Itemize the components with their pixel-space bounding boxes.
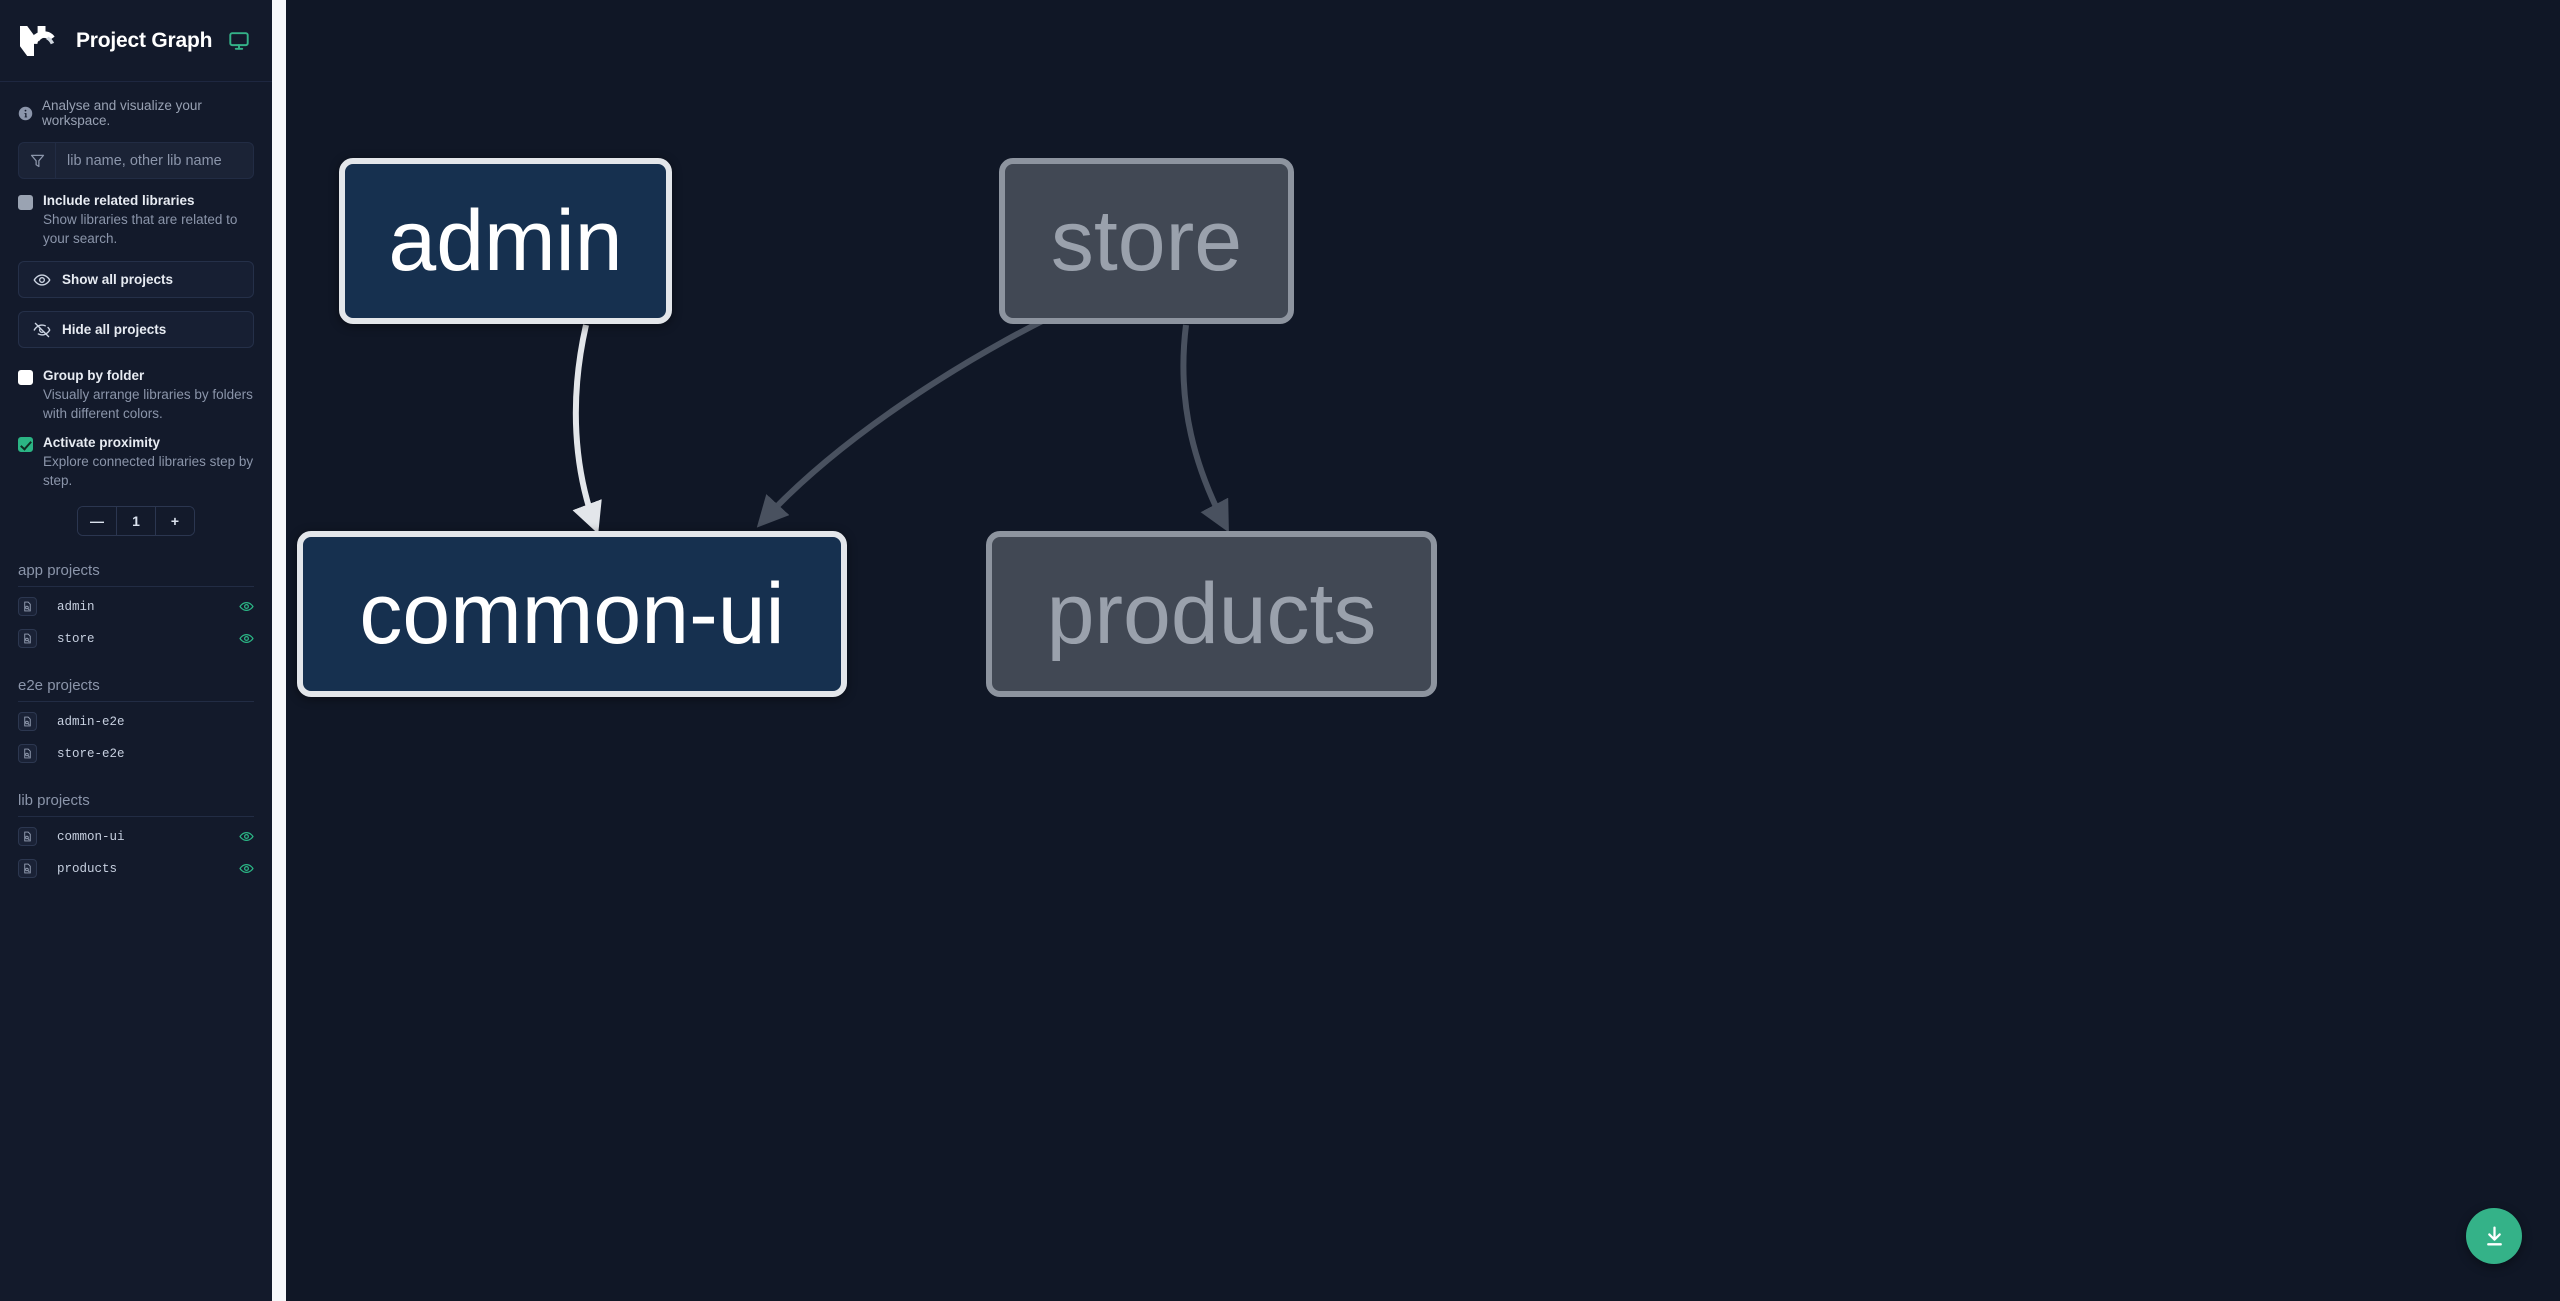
monitor-icon[interactable]	[228, 30, 250, 52]
project-name: store	[57, 631, 95, 646]
list-item[interactable]: products	[18, 856, 254, 881]
project-file-icon[interactable]	[18, 859, 37, 878]
group-by-folder-checkbox[interactable]	[18, 370, 33, 385]
group-by-folder-option[interactable]: Group by folder Visually arrange librari…	[18, 368, 254, 423]
project-name: products	[57, 861, 118, 876]
edge-admin-to-common-ui	[572, 324, 602, 534]
sidebar-header: Project Graph	[0, 0, 272, 82]
page-title: Project Graph	[76, 28, 213, 52]
list-item[interactable]: store	[18, 626, 254, 651]
group-by-folder-description: Visually arrange libraries by folders wi…	[43, 387, 253, 421]
download-icon	[2486, 1226, 2502, 1245]
tagline-text: Analyse and visualize your workspace.	[42, 98, 202, 128]
project-file-icon[interactable]	[18, 827, 37, 846]
search-input[interactable]	[56, 143, 253, 178]
graph-node-admin[interactable]: admin	[339, 158, 672, 324]
activate-proximity-checkbox[interactable]	[18, 437, 33, 452]
graph-node-products[interactable]: products	[986, 531, 1437, 697]
project-file-icon[interactable]	[18, 744, 37, 763]
group-title-app-projects: app projects	[18, 562, 254, 587]
sidebar-resize-handle[interactable]	[272, 0, 286, 1301]
eye-off-icon	[33, 322, 51, 337]
project-file-icon[interactable]	[18, 629, 37, 648]
include-related-libraries-option[interactable]: Include related libraries Show libraries…	[18, 193, 254, 248]
group-by-folder-label: Group by folder	[43, 368, 145, 383]
filter-icon	[19, 143, 56, 178]
list-item[interactable]: common-ui	[18, 824, 254, 849]
include-related-libraries-label: Include related libraries	[43, 193, 195, 208]
project-visibility-eye-icon[interactable]	[239, 829, 254, 844]
graph-node-label: admin	[388, 193, 623, 289]
info-icon	[18, 106, 33, 121]
sidebar: Project Graph Analyse and visualize your…	[0, 0, 272, 1301]
list-item[interactable]: admin	[18, 594, 254, 619]
proximity-value: 1	[116, 507, 155, 535]
project-name: store-e2e	[57, 746, 125, 761]
tagline: Analyse and visualize your workspace.	[0, 82, 272, 142]
activate-proximity-description: Explore connected libraries step by step…	[43, 454, 254, 488]
graph-node-store[interactable]: store	[999, 158, 1294, 324]
project-visibility-eye-icon[interactable]	[239, 599, 254, 614]
proximity-stepper: — 1 +	[77, 506, 195, 536]
group-title-e2e-projects: e2e projects	[18, 677, 254, 702]
list-item[interactable]: store-e2e	[18, 741, 254, 766]
graph-node-label: common-ui	[359, 566, 785, 662]
proximity-decrement-button[interactable]: —	[78, 507, 116, 535]
edge-store-to-products	[1180, 324, 1229, 533]
edge-store-to-common-ui	[756, 297, 1088, 528]
hide-all-projects-label: Hide all projects	[62, 322, 167, 337]
graph-node-common-ui[interactable]: common-ui	[297, 531, 847, 697]
proximity-increment-button[interactable]: +	[155, 507, 194, 535]
project-visibility-eye-icon[interactable]	[239, 861, 254, 876]
show-all-projects-label: Show all projects	[62, 272, 174, 287]
project-name: admin-e2e	[57, 714, 125, 729]
activate-proximity-option[interactable]: Activate proximity Explore connected lib…	[18, 435, 254, 490]
project-name: admin	[57, 599, 95, 614]
graph-node-label: products	[1046, 566, 1377, 662]
nx-logo	[18, 22, 60, 60]
graph-node-label: store	[1050, 193, 1243, 289]
include-related-libraries-checkbox[interactable]	[18, 195, 33, 210]
project-visibility-eye-icon[interactable]	[239, 631, 254, 646]
project-file-icon[interactable]	[18, 712, 37, 731]
activate-proximity-label: Activate proximity	[43, 435, 161, 450]
graph-canvas[interactable]: admin store common-ui products	[286, 0, 2560, 1301]
project-name: common-ui	[57, 829, 125, 844]
show-all-projects-button[interactable]: Show all projects	[18, 261, 254, 298]
hide-all-projects-button[interactable]: Hide all projects	[18, 311, 254, 348]
sidebar-body: Include related libraries Show libraries…	[0, 142, 272, 1301]
group-title-lib-projects: lib projects	[18, 792, 254, 817]
project-file-icon[interactable]	[18, 597, 37, 616]
eye-icon	[33, 273, 51, 286]
search-row	[18, 142, 254, 179]
list-item[interactable]: admin-e2e	[18, 709, 254, 734]
download-graph-button[interactable]	[2466, 1208, 2522, 1264]
include-related-libraries-description: Show libraries that are related to your …	[43, 212, 238, 246]
